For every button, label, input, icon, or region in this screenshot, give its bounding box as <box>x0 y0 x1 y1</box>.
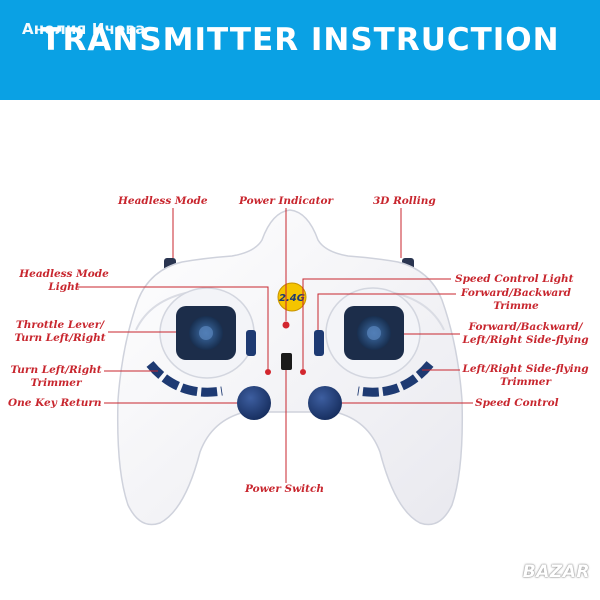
label-headless-mode: Headless Mode <box>118 195 208 207</box>
leader-speed-light <box>302 278 451 369</box>
leader-lines <box>77 208 473 483</box>
speed-control-light <box>300 369 306 375</box>
power-switch <box>281 353 292 370</box>
speed-control-button <box>308 386 342 420</box>
label-fb-trimme-line2: Trimme <box>493 300 539 312</box>
left-trimmer-arc <box>146 361 223 397</box>
label-side-trimmer-line1: Left/Right Side-flying <box>462 363 589 375</box>
label-side-flying-trimmer: Left/Right Side-flying Trimmer <box>458 363 593 389</box>
one-key-return-button <box>237 386 271 420</box>
label-3d-rolling: 3D Rolling <box>373 195 436 207</box>
label-fb-lr-line2: Left/Right Side-flying <box>462 334 589 346</box>
bazar-logo: BAZAR <box>522 562 590 582</box>
seller-watermark: Анелия Ичева <box>22 20 146 38</box>
label-fb-trimme-line1: Forward/Backward <box>460 287 572 299</box>
label-power-indicator: Power Indicator <box>239 195 333 207</box>
headless-mode-light <box>265 369 271 375</box>
label-fb-trimme: Forward/Backward Trimme <box>456 287 576 313</box>
label-headless-mode-light: Headless Mode Light <box>14 268 114 294</box>
label-turn-trimmer-line2: Trimmer <box>30 377 82 389</box>
page-title: TRANSMITTER INSTRUCTION <box>40 22 560 58</box>
speed-trim-button <box>314 330 324 356</box>
label-power-switch: Power Switch <box>245 483 325 495</box>
leader-fb-trimme <box>317 293 456 330</box>
power-indicator-light <box>282 321 290 329</box>
label-fb-lr-line1: Forward/Backward/ <box>468 321 583 333</box>
frequency-badge: 2.4G <box>279 293 305 304</box>
label-throttle-lever: Throttle Lever/ Turn Left/Right <box>8 319 112 345</box>
left-stick-center <box>199 326 213 340</box>
label-speed-control-light: Speed Control Light <box>455 273 574 285</box>
transmitter-diagram: 2.4G <box>77 208 473 526</box>
headless-trim-button <box>246 330 256 356</box>
label-turn-trimmer-line1: Turn Left/Right <box>10 364 102 376</box>
label-speed-control: Speed Control <box>475 397 559 409</box>
label-throttle-line2: Turn Left/Right <box>14 332 106 344</box>
right-stick-center <box>367 326 381 340</box>
label-fb-lr-side-flying: Forward/Backward/ Left/Right Side-flying <box>458 321 593 347</box>
label-throttle-line1: Throttle Lever/ <box>15 319 105 331</box>
badge-circle <box>277 282 307 312</box>
label-headless-mode-light-line1: Headless Mode <box>19 268 109 280</box>
label-headless-mode-light-line2: Light <box>48 281 80 293</box>
leader-headless-light <box>77 286 269 369</box>
label-one-key-return: One Key Return <box>8 397 102 409</box>
label-turn-trimmer: Turn Left/Right Trimmer <box>6 364 106 390</box>
label-side-trimmer-line2: Trimmer <box>499 376 551 388</box>
header-banner <box>0 0 600 100</box>
